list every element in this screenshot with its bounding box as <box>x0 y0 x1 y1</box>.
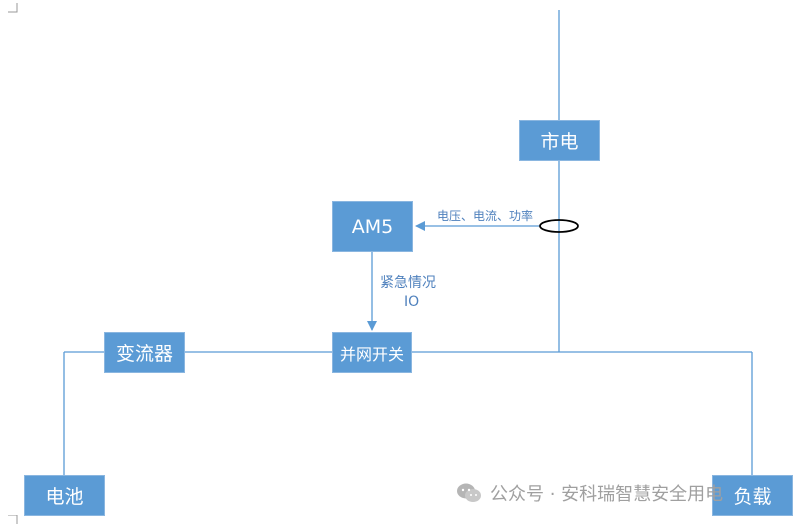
am5-node: AM5 <box>332 201 413 252</box>
inverter-node: 变流器 <box>104 332 185 373</box>
battery-node: 电池 <box>24 475 105 516</box>
corner-mark-top-left <box>8 3 18 13</box>
watermark-text: 公众号 · 安科瑞智慧安全用电 <box>490 484 724 505</box>
io-label: IO <box>404 294 420 310</box>
wechat-icon <box>457 483 481 502</box>
grid-switch-node-label: 并网开关 <box>339 344 404 364</box>
measure-label: 电压、电流、功率 <box>437 209 534 223</box>
corner-mark-bottom-left <box>8 515 18 524</box>
load-node-label: 负载 <box>733 486 772 508</box>
grid-node: 市电 <box>519 120 600 161</box>
grid-node-label: 市电 <box>540 131 579 153</box>
watermark: 公众号 · 安科瑞智慧安全用电 <box>456 480 723 506</box>
am5-node-label: AM5 <box>351 215 394 238</box>
emergency-label: 紧急情况 <box>380 275 436 291</box>
grid-switch-node: 并网开关 <box>332 332 412 373</box>
current-transformer-ellipse <box>539 219 579 233</box>
load-node: 负载 <box>712 475 793 516</box>
battery-node-label: 电池 <box>45 486 84 508</box>
inverter-node-label: 变流器 <box>115 343 173 365</box>
